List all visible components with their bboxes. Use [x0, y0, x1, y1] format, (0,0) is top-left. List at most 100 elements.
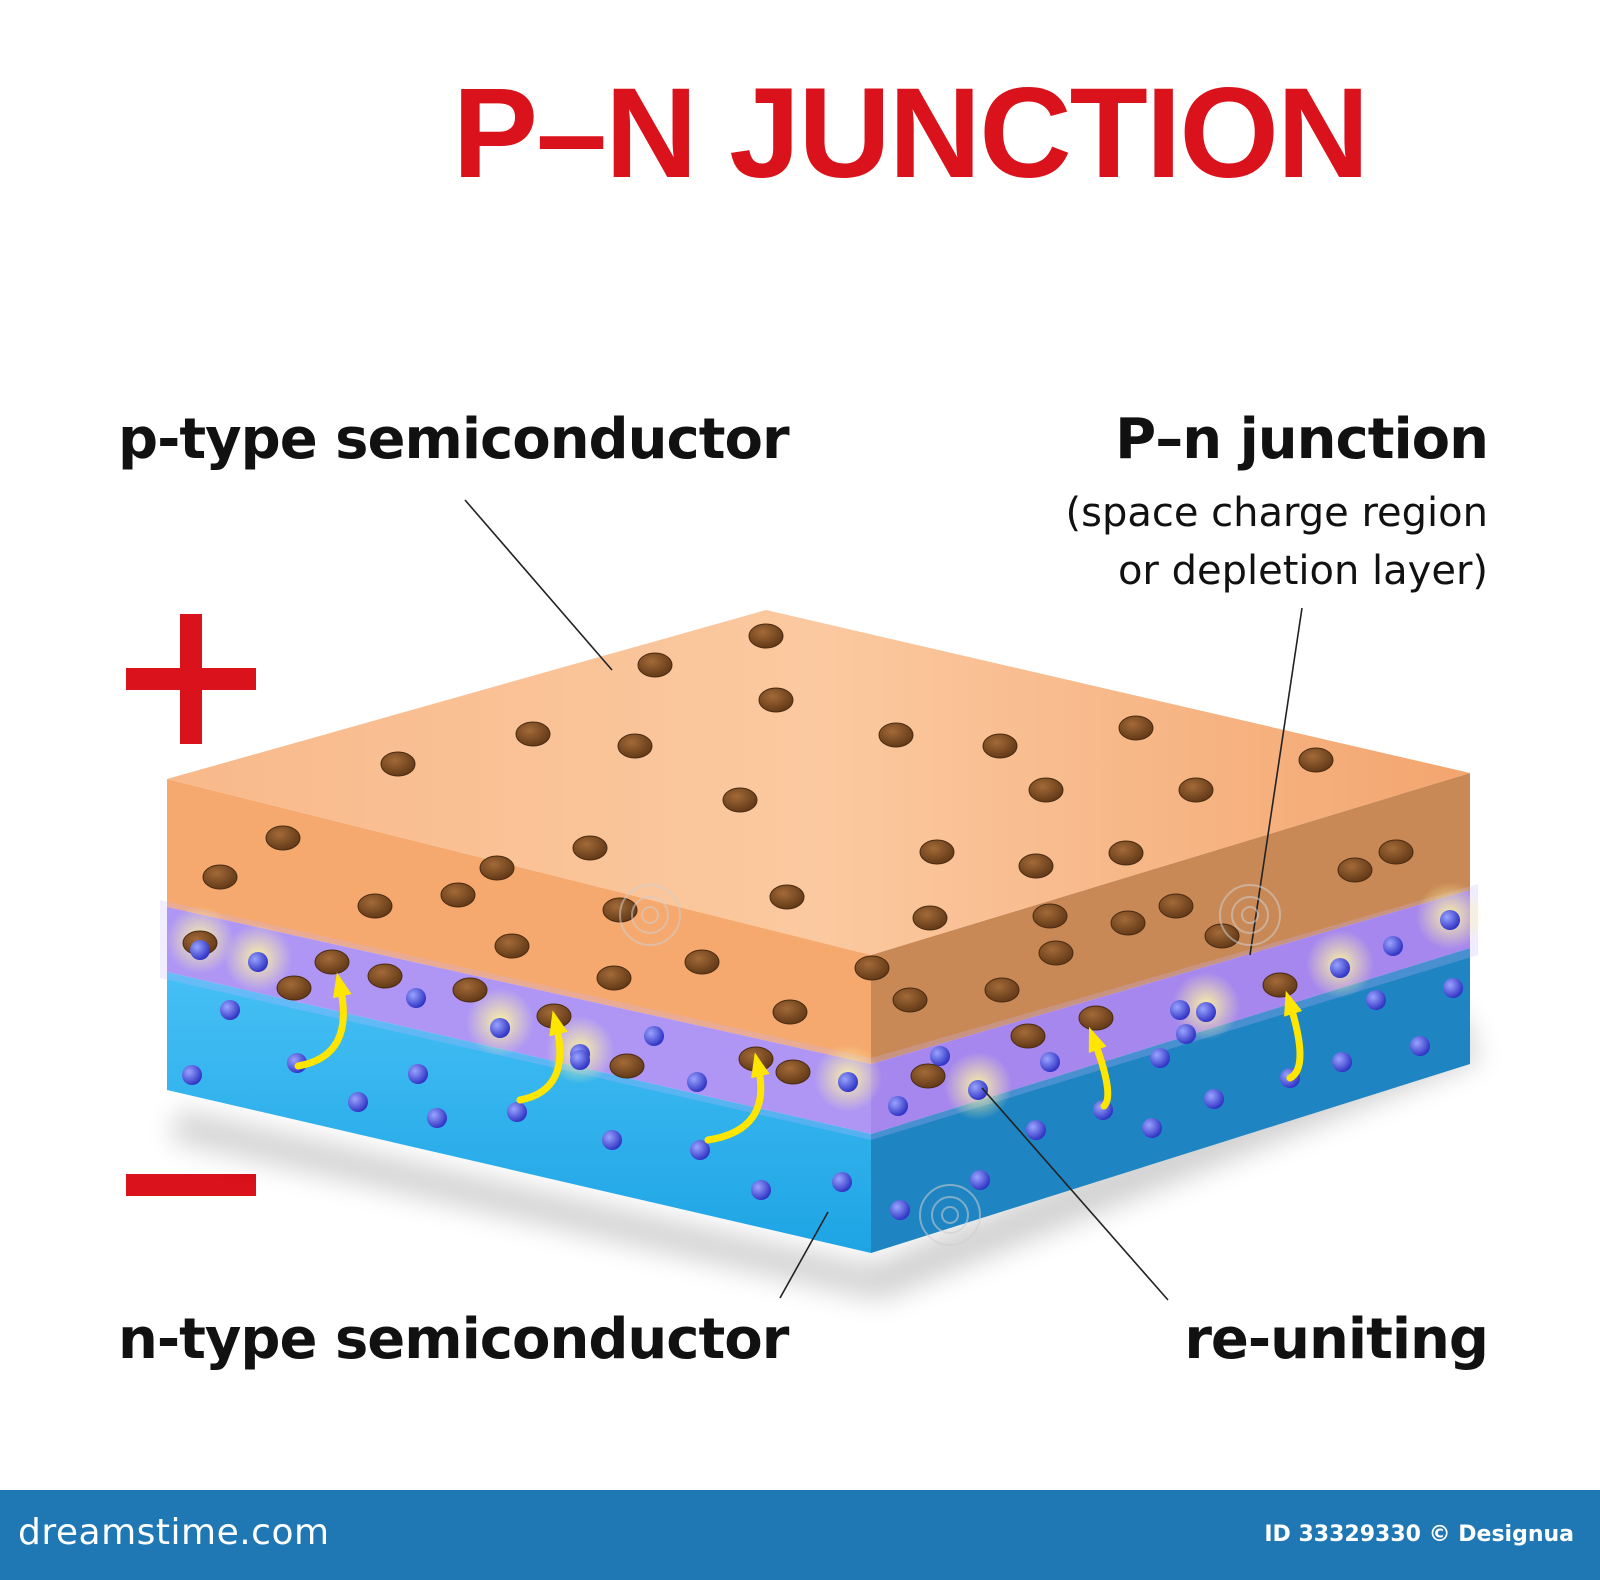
electron-icon — [968, 1080, 988, 1100]
p-side-face — [871, 773, 1470, 1064]
hole-icon — [1298, 747, 1334, 773]
arrow-head-icon — [751, 1052, 770, 1079]
watermark-spiral-icon — [619, 884, 1281, 1246]
electron-icon — [1176, 1024, 1196, 1044]
electron-icon — [490, 1018, 510, 1038]
hole-icon — [479, 855, 515, 881]
hole-icon — [892, 987, 928, 1013]
electron-icon — [1196, 1002, 1216, 1022]
hole-icon — [494, 933, 530, 959]
hole-icon — [617, 733, 653, 759]
electron-icon — [602, 1130, 622, 1150]
pn-junction-block-diagram — [160, 499, 1484, 1301]
electron-icon — [348, 1092, 368, 1112]
junction-leader — [1249, 607, 1303, 956]
electron-icon — [406, 988, 426, 1008]
hole-icon — [772, 999, 808, 1025]
hole-icon — [910, 1063, 946, 1089]
electron-icon — [1204, 1089, 1224, 1109]
recombination-arrow-icon — [294, 982, 347, 1070]
electron-icon — [644, 1026, 664, 1046]
electron-icon — [687, 1072, 707, 1092]
arrow-head-icon — [549, 1010, 568, 1037]
hole-icon — [357, 893, 393, 919]
hole-icon — [1337, 857, 1373, 883]
recombination-arrow-icon — [704, 1062, 765, 1144]
arrow-head-icon — [1088, 1026, 1107, 1053]
footer-image-id: ID 33329330 © Designua — [1264, 1522, 1574, 1547]
recombination-arrow-icon — [1286, 1000, 1304, 1082]
hole-icon — [1078, 1005, 1114, 1031]
electron-icon — [1026, 1120, 1046, 1140]
electron-icon — [690, 1140, 710, 1160]
hole-icon — [367, 963, 403, 989]
hole-icon — [912, 905, 948, 931]
electron-icon — [1366, 990, 1386, 1010]
hole-icon — [1178, 777, 1214, 803]
hole-icon — [452, 977, 488, 1003]
n-side-face — [871, 948, 1470, 1253]
hole-icon — [1032, 903, 1068, 929]
junction-sub-line1: (space charge region — [1065, 490, 1488, 536]
hole-icon — [854, 955, 890, 981]
junction-sub-line2: or depletion layer) — [1117, 548, 1488, 594]
n-type-label: n-type semiconductor — [118, 1307, 789, 1372]
hole-icon — [1378, 839, 1414, 865]
hole-icon — [202, 864, 238, 890]
hole-icon — [1118, 715, 1154, 741]
hole-icon — [515, 721, 551, 747]
electron-icon — [1150, 1048, 1170, 1068]
reuniting-label: re-uniting — [1184, 1307, 1489, 1372]
hole-icon — [982, 733, 1018, 759]
p-front-face — [167, 779, 871, 1064]
reuniting-leader — [981, 1087, 1169, 1301]
electron-icon — [930, 1046, 950, 1066]
hole-icon — [637, 652, 673, 678]
hole-icon — [1110, 910, 1146, 936]
electron-icon — [888, 1096, 908, 1116]
electron-icon — [182, 1065, 202, 1085]
electron-icon — [1410, 1036, 1430, 1056]
electron-icon — [970, 1170, 990, 1190]
hole-icon — [748, 623, 784, 649]
p-type-leader — [464, 499, 613, 671]
electron-icon — [1040, 1052, 1060, 1072]
electron-icon — [838, 1072, 858, 1092]
electron-icon — [190, 940, 210, 960]
junction-label: P–n junction — [1115, 407, 1489, 472]
electron-icon — [1332, 1052, 1352, 1072]
electron-icon — [427, 1108, 447, 1128]
electron-icon — [570, 1050, 590, 1070]
hole-icon — [1158, 893, 1194, 919]
hole-icon — [265, 825, 301, 851]
electron-icon — [1383, 936, 1403, 956]
hole-icon — [775, 1059, 811, 1085]
electron-icon — [1170, 1000, 1190, 1020]
electron-icon — [408, 1064, 428, 1084]
hole-icon — [380, 751, 416, 777]
footer-logo: dreamstime.com — [18, 1512, 330, 1553]
plus-sign-icon — [126, 614, 256, 744]
hole-icon — [758, 687, 794, 713]
electron-icon — [507, 1102, 527, 1122]
electron-icon — [1330, 958, 1350, 978]
hole-icon — [440, 882, 476, 908]
minus-sign-icon — [126, 1174, 256, 1196]
hole-icon — [314, 949, 350, 975]
hole-icon — [684, 949, 720, 975]
hole-icon — [1262, 972, 1298, 998]
hole-icon — [919, 839, 955, 865]
electron-icon — [1440, 910, 1460, 930]
footer-bar: dreamstime.com ID 33329330 © Designua — [0, 1490, 1600, 1580]
hole-icon — [1018, 853, 1054, 879]
hole-icon — [1038, 940, 1074, 966]
hole-icon — [722, 787, 758, 813]
hole-icon — [596, 965, 632, 991]
electron-icon — [1443, 978, 1463, 998]
recombination-arrow-icon — [1090, 1036, 1112, 1110]
n-type-leader — [779, 1211, 829, 1299]
hole-icon — [878, 722, 914, 748]
hole-icon — [276, 975, 312, 1001]
hole-icon — [1028, 777, 1064, 803]
electron-icon — [1142, 1118, 1162, 1138]
